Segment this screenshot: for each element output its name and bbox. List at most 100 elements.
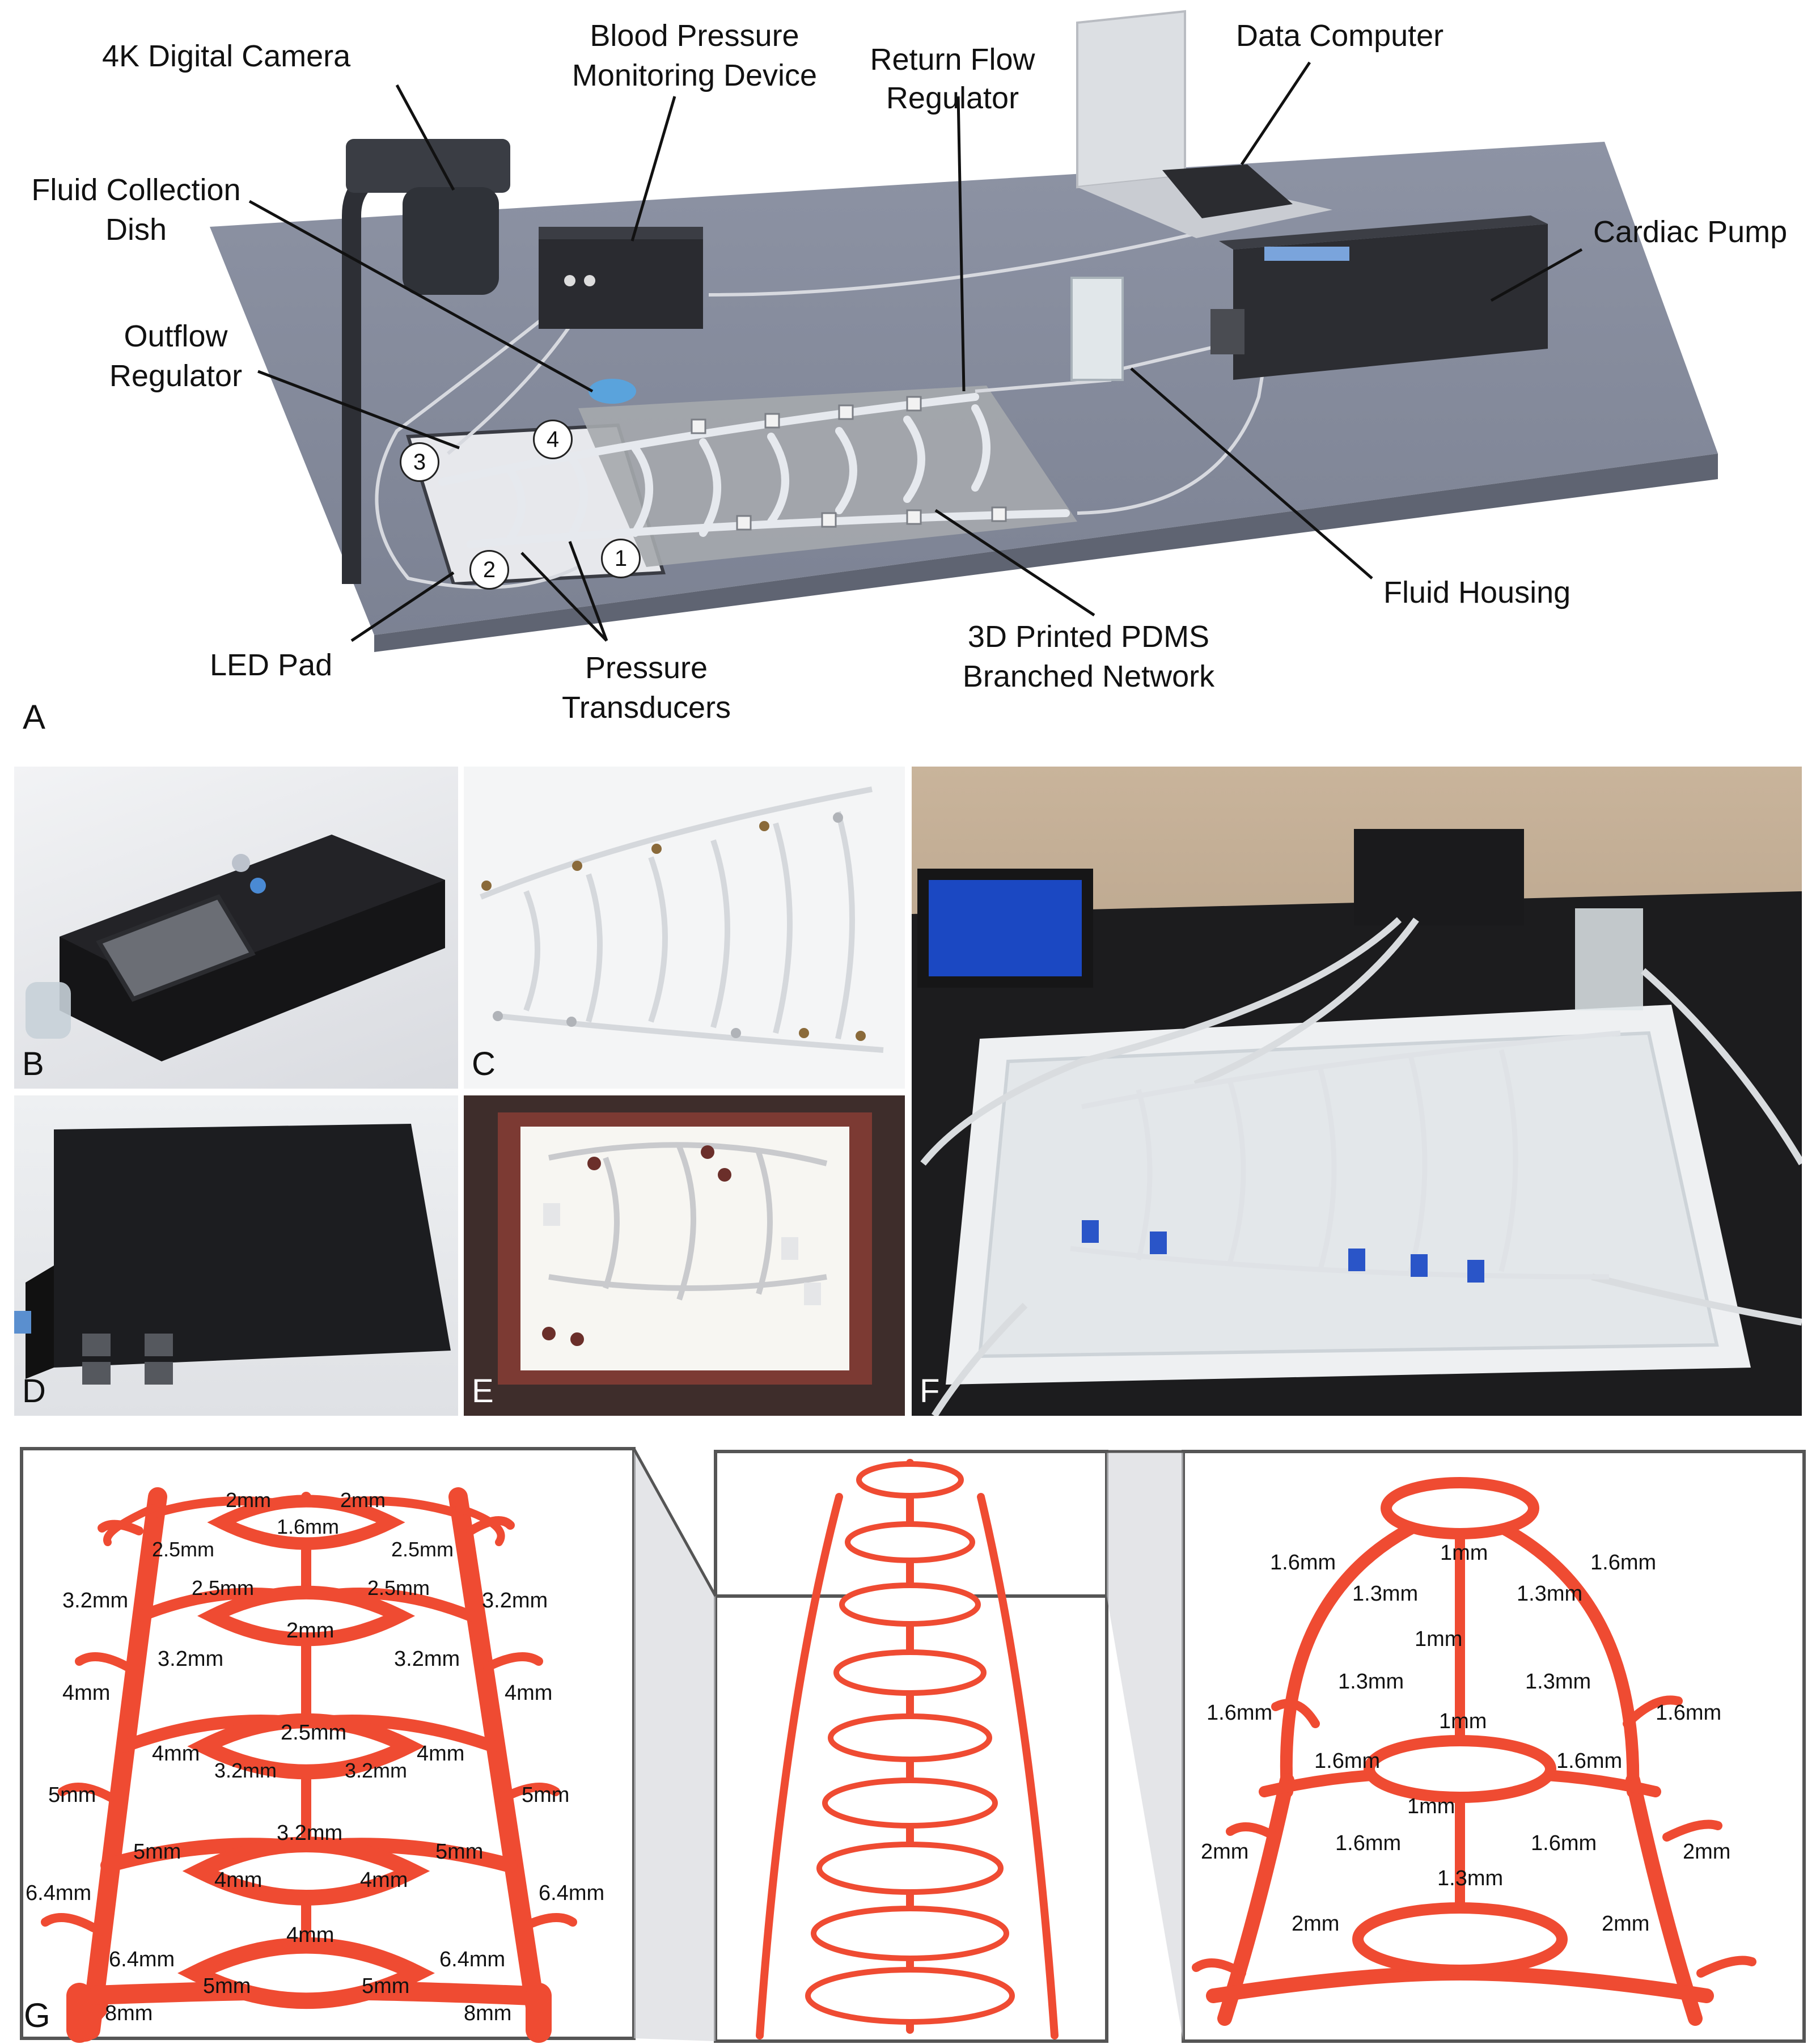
g-right-label: 1.6mm <box>1556 1749 1623 1773</box>
right-lenses <box>1352 1477 1568 1976</box>
panel-letter-f: F <box>920 1373 940 1410</box>
g-right-label: 1.6mm <box>1590 1551 1657 1575</box>
g-left-label: 5mm <box>522 1783 570 1807</box>
g-left-label: 5mm <box>48 1783 96 1807</box>
g-left-label: 4mm <box>62 1681 111 1705</box>
marker-1: 1 <box>601 539 641 578</box>
g-left-label: 5mm <box>133 1840 181 1864</box>
g-right-label: 1.6mm <box>1656 1701 1722 1725</box>
g-left-label: 2mm <box>286 1619 335 1643</box>
g-left-label: 4mm <box>360 1868 408 1892</box>
panel-g-diagram <box>20 1447 1806 2043</box>
label-camera: 4K Digital Camera <box>102 39 351 73</box>
photo-f-full-setup: F <box>912 767 1802 1416</box>
photo-c-network-top: C <box>464 767 905 1089</box>
g-left-label: 3.2mm <box>394 1647 460 1671</box>
g-left-label: 2.5mm <box>192 1576 255 1599</box>
middle-lenses <box>805 1461 1015 2025</box>
panel-letter-d: D <box>22 1373 46 1410</box>
fluid-housing <box>1070 277 1124 381</box>
g-left-label: 6.4mm <box>109 1948 175 1971</box>
g-left-label: 6.4mm <box>26 1881 92 1905</box>
g-right-label: 1.6mm <box>1314 1749 1381 1773</box>
g-left-label: 1.6mm <box>277 1515 340 1538</box>
laptop-screen <box>1076 10 1186 189</box>
g-left-label: 5mm <box>435 1840 484 1864</box>
g-left-label: 8mm <box>464 2001 512 2025</box>
zoom-wedge-right <box>1107 1451 1183 2041</box>
label-outflow-line2: Regulator <box>109 359 243 393</box>
g-left-label: 6.4mm <box>439 1948 506 1971</box>
g-left-label: 4mm <box>417 1742 465 1766</box>
label-outflow-line1: Outflow <box>124 319 228 353</box>
g-left-label: 3.2mm <box>482 1589 548 1613</box>
camera-body <box>403 187 499 295</box>
fluid-dish <box>589 379 636 404</box>
label-transducers-line2: Transducers <box>561 691 731 725</box>
g-left-label: 3.2mm <box>277 1821 343 1845</box>
g-left-label: 2.5mm <box>152 1538 215 1561</box>
marker-2: 2 <box>469 550 509 590</box>
g-right-label: 1.3mm <box>1517 1582 1583 1606</box>
g-right-label: 1.6mm <box>1270 1551 1336 1575</box>
pump-head <box>1210 309 1244 354</box>
g-right-label: 1.3mm <box>1437 1867 1504 1890</box>
left-side-branches <box>41 1516 577 1932</box>
label-network-line1: 3D Printed PDMS <box>967 620 1210 654</box>
network-vessels <box>438 393 1070 548</box>
g-left-label: 5mm <box>203 1974 251 1998</box>
g-right-label: 1.3mm <box>1338 1670 1404 1694</box>
panel-a-illustration <box>210 10 1718 652</box>
g-right-label: 2mm <box>1602 1912 1650 1936</box>
g-right-label: 1.6mm <box>1207 1701 1273 1725</box>
label-housing: Fluid Housing <box>1383 575 1571 610</box>
label-led: LED Pad <box>210 648 333 682</box>
photo-d-bp-monitor: D <box>14 1095 458 1416</box>
g-left-label: 6.4mm <box>539 1881 605 1905</box>
photo-e-led-pad: E <box>464 1095 905 1416</box>
zoom-wedge-left <box>634 1449 716 2041</box>
marker-3: 3 <box>400 442 439 482</box>
label-dish-line1: Fluid Collection <box>31 173 241 207</box>
camera-mount <box>346 139 510 193</box>
label-return-line1: Return Flow <box>870 43 1035 77</box>
g-right-label: 1.3mm <box>1352 1582 1419 1606</box>
g-left-label: 2.5mm <box>367 1576 430 1599</box>
g-left-label: 4mm <box>286 1923 335 1947</box>
g-right-label: 1mm <box>1407 1795 1455 1818</box>
g-left-label: 3.2mm <box>214 1759 277 1782</box>
g-left-label: 3.2mm <box>345 1759 408 1782</box>
label-bp-line1: Blood Pressure <box>590 19 799 53</box>
panel-letter-b: B <box>22 1046 44 1082</box>
g-right-label: 2mm <box>1201 1840 1249 1864</box>
g-right-label: 1mm <box>1440 1541 1488 1565</box>
callout-lines <box>248 61 1583 642</box>
label-dish-line2: Dish <box>105 213 167 247</box>
g-left-label: 2mm <box>226 1488 271 1512</box>
g-left-label: 4mm <box>152 1742 200 1766</box>
g-right-label: 1mm <box>1439 1709 1487 1733</box>
cardiac-pump-box <box>1233 224 1548 380</box>
panel-letter-e: E <box>472 1373 494 1410</box>
g-left-label: 2.5mm <box>281 1721 347 1745</box>
g-left-label: 2.5mm <box>391 1538 454 1561</box>
label-bp-line2: Monitoring Device <box>572 58 818 92</box>
network-connectors <box>691 396 1007 531</box>
label-return-line2: Regulator <box>886 81 1019 115</box>
g-left-label: 2mm <box>340 1488 386 1512</box>
panel-letter-g: G <box>24 1996 50 2034</box>
g-right-label: 1.6mm <box>1335 1831 1402 1855</box>
photo-b-cardiac-pump: B <box>14 767 458 1089</box>
label-transducers-line1: Pressure <box>585 651 708 685</box>
right-side-branches <box>1192 1695 1756 1978</box>
label-network-line2: Branched Network <box>962 659 1215 693</box>
panel-letter-c: C <box>472 1046 496 1082</box>
g-left-label: 4mm <box>505 1681 553 1705</box>
g-right-label: 2mm <box>1292 1912 1340 1936</box>
g-right-label: 1.3mm <box>1525 1670 1591 1694</box>
bp-monitor-box <box>539 227 703 329</box>
g-right-label: 1mm <box>1415 1627 1463 1651</box>
g-right-label: 1.6mm <box>1531 1831 1597 1855</box>
g-left-label: 4mm <box>214 1868 263 1892</box>
